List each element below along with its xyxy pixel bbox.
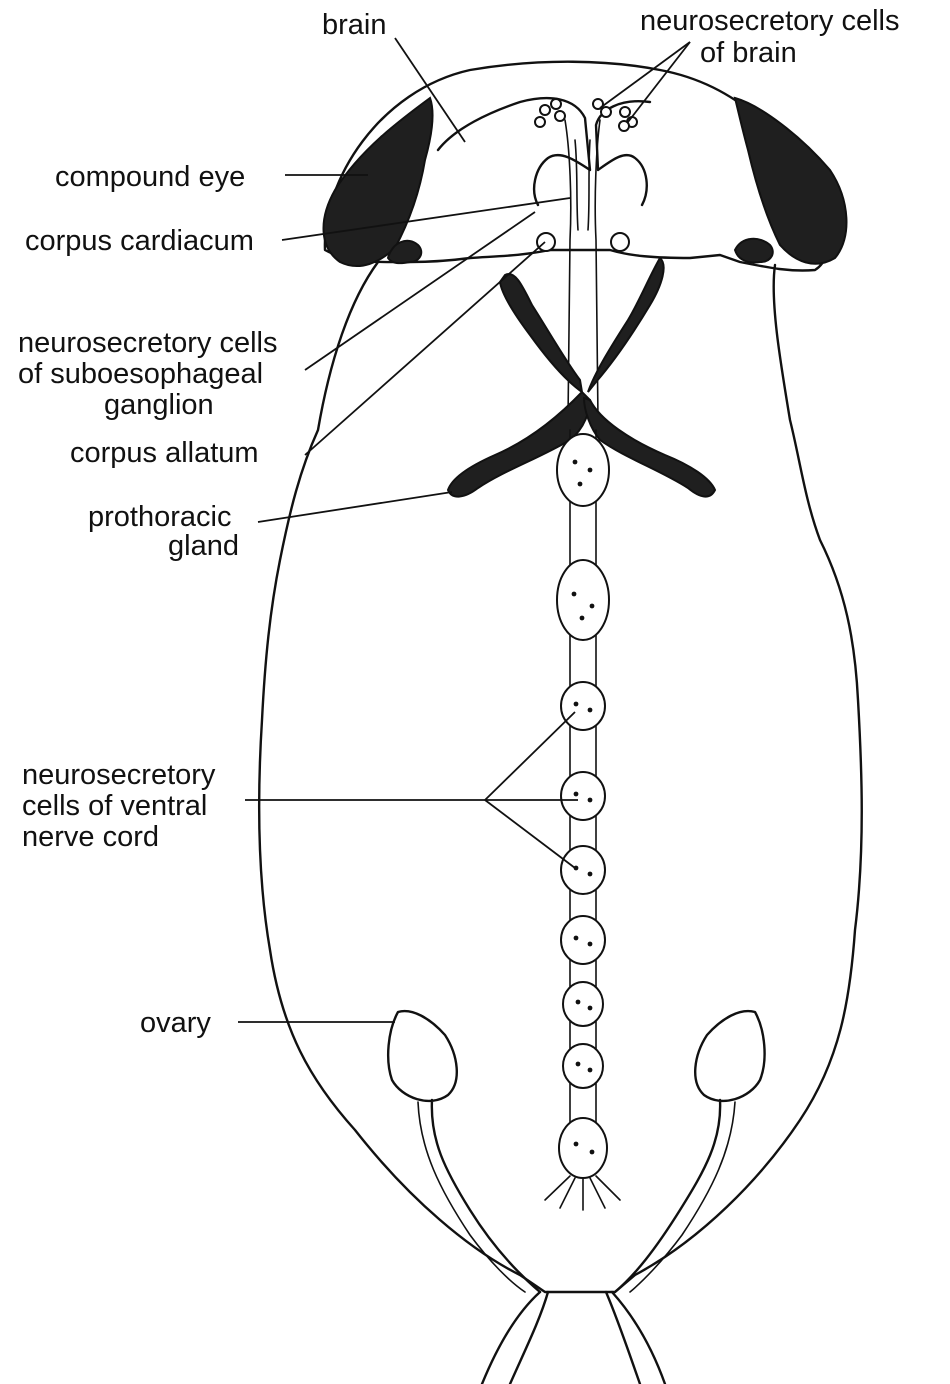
label-corpus-cardiacum: corpus cardiacum [25,225,254,257]
label-prothoracic-line1: prothoracic [88,501,231,533]
corpus-allatum-right-arm [588,258,664,392]
ovary-left [388,1011,540,1292]
label-neurosecretory-sub-line2: of suboesophageal [18,358,263,390]
leader-ventral-c [485,800,575,868]
corpus-cardiacum-right-body [611,233,629,251]
label-prothoracic-line2: gland [168,530,239,562]
leader-corpus-allatum [305,242,545,455]
leader-prothoracic-gland [258,492,452,522]
label-neurosecretory-brain-line1: neurosecretory cells [640,5,900,37]
label-neurosecretory-brain-line2: of brain [700,37,797,69]
label-neurosecretory-sub-line1: neurosecretory cells [18,327,278,359]
ventral-nerve-cord [545,430,620,1210]
corpus-cardiacum-left-body [537,233,555,251]
leader-neurosecretory-brain-b [628,42,690,122]
label-neurosecretory-sub-line3: ganglion [104,389,214,421]
label-brain: brain [322,9,387,41]
label-ovary: ovary [140,1007,211,1039]
ovipositor [482,1292,665,1384]
ovary-right [615,1011,765,1292]
right-ocellus [735,239,773,263]
leader-ventral-a [485,712,575,800]
label-corpus-allatum: corpus allatum [70,437,259,469]
label-ventral-line1: neurosecretory [22,759,216,791]
label-compound-eye: compound eye [55,161,245,193]
label-ventral-line2: cells of ventral [22,790,207,822]
label-ventral-line3: nerve cord [22,821,159,853]
ovary-right-duct [630,1102,735,1292]
